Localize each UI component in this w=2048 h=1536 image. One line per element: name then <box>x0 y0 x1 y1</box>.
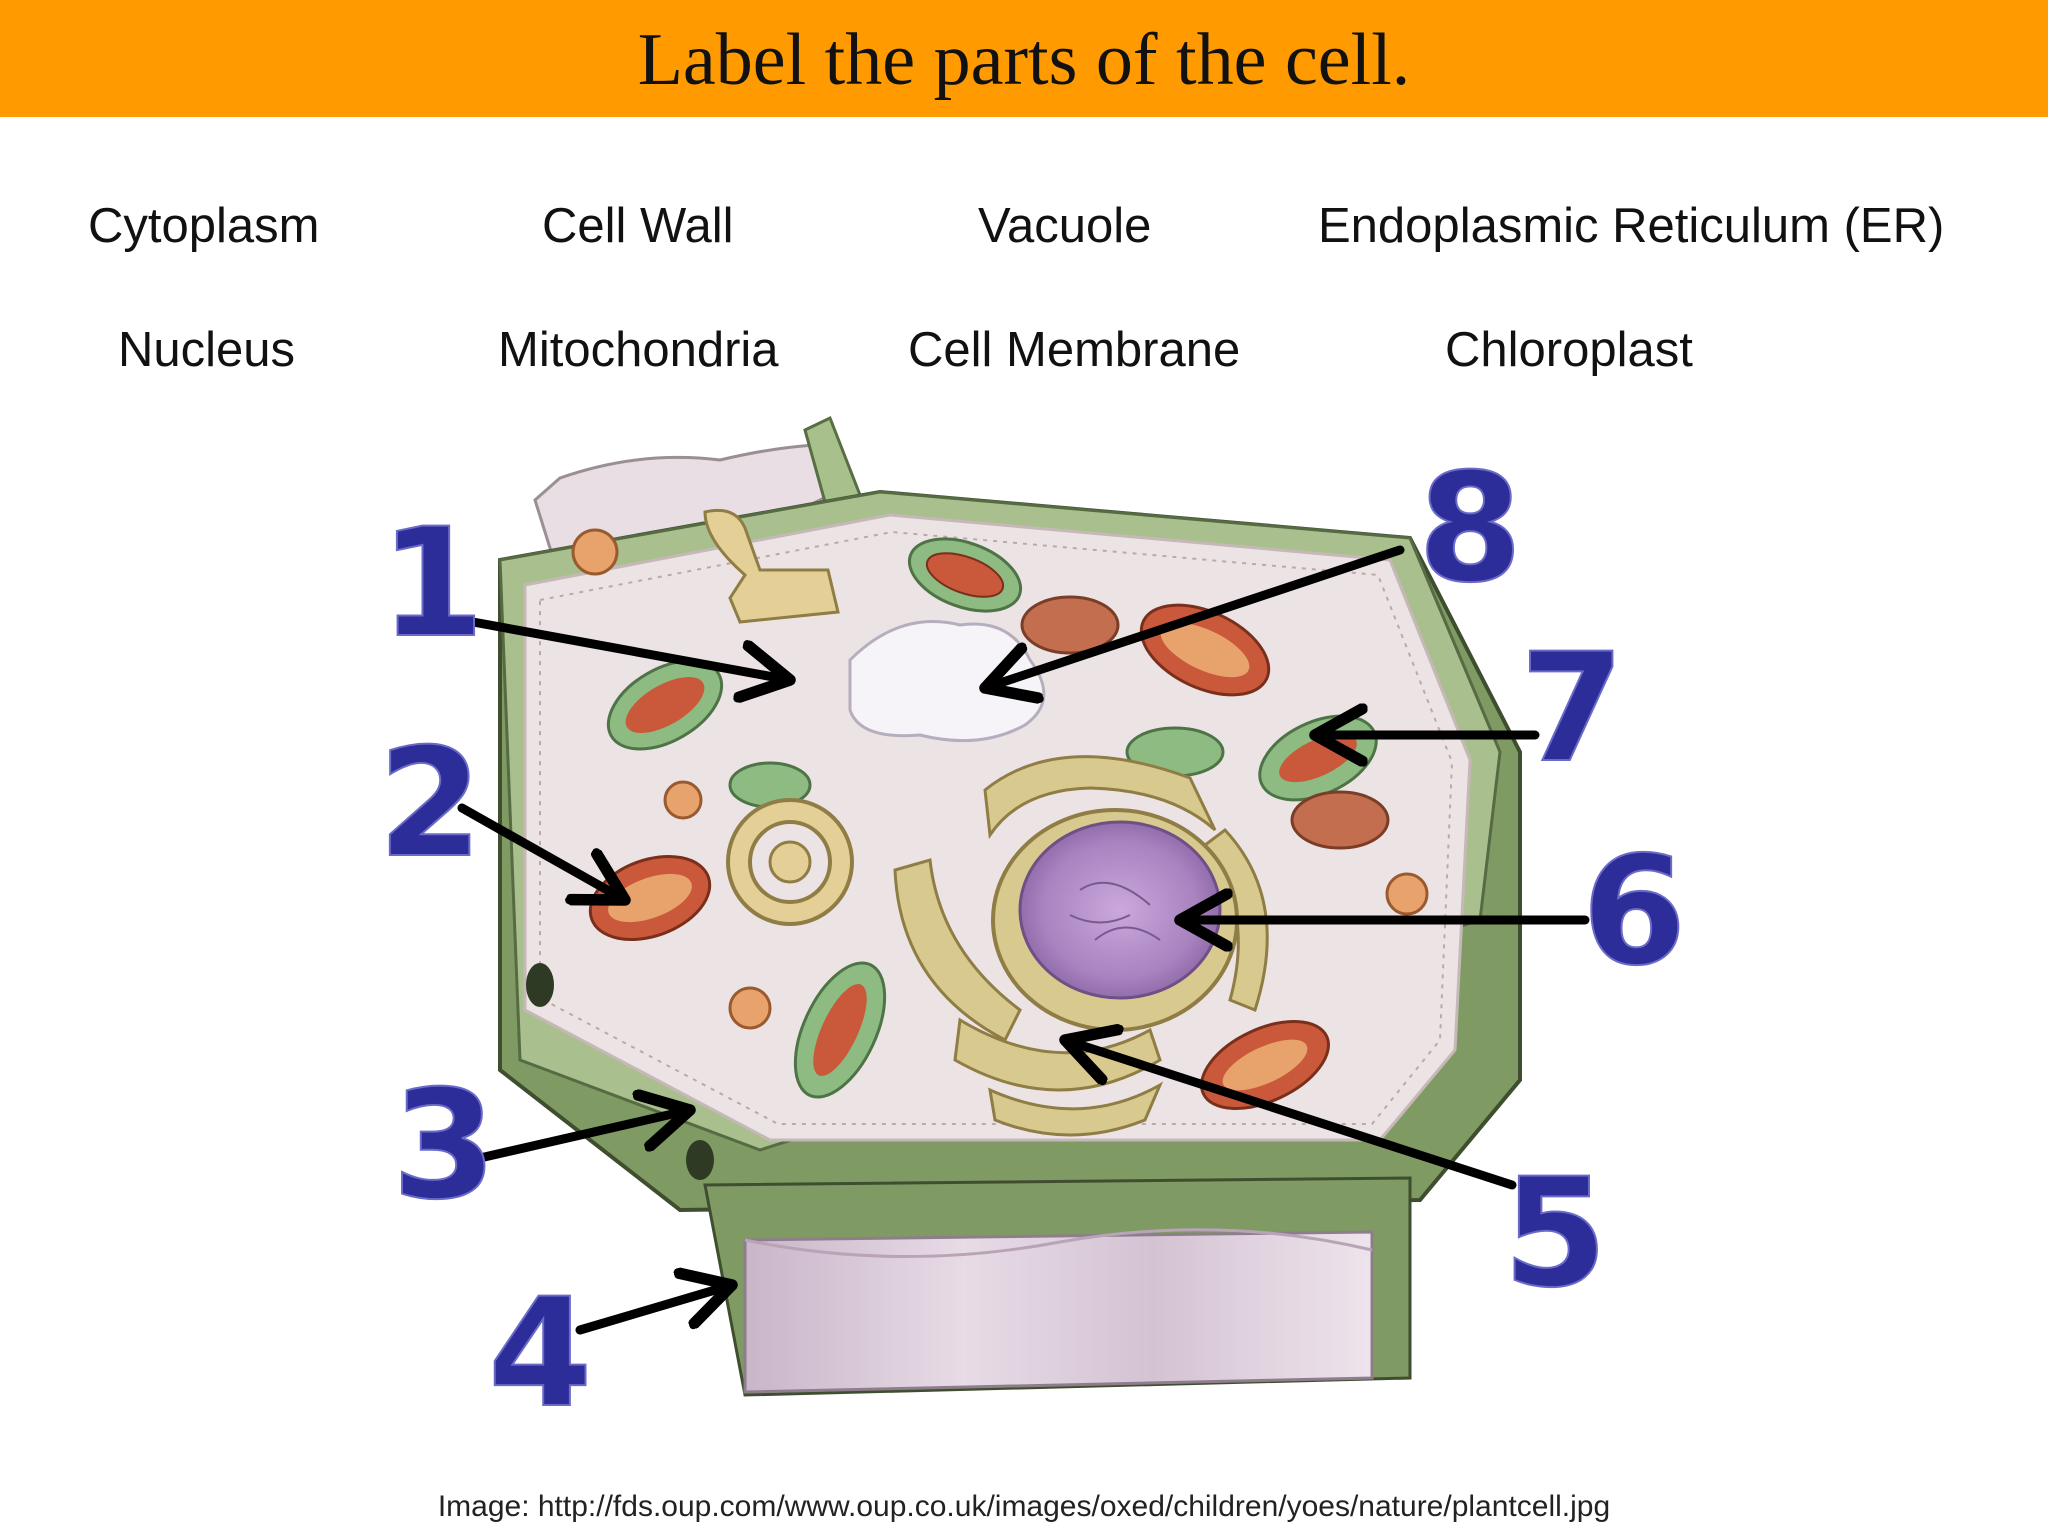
mitochondrion <box>793 961 887 1099</box>
vesicle <box>728 986 772 1030</box>
arrow-5 <box>1065 1040 1517 1190</box>
label-5: 5 <box>1503 1147 1607 1321</box>
term-cell-membrane: Cell Membrane <box>908 323 1241 377</box>
label-8: 8 <box>1418 442 1522 616</box>
nucleus <box>991 808 1239 1032</box>
term-cytoplasm: Cytoplasm <box>88 199 320 253</box>
label-7: 7 <box>1520 622 1624 796</box>
arrow-8 <box>985 545 1405 688</box>
wall-pore <box>686 1140 714 1180</box>
vesicle <box>1385 872 1429 916</box>
cell-membrane <box>539 530 1454 1125</box>
title-bar: Label the parts of the cell. <box>0 0 2048 117</box>
arrow-4 <box>575 1285 732 1335</box>
front-wall-slab <box>703 1176 1412 1397</box>
mitochondrion <box>907 537 1023 613</box>
label-3: 3 <box>392 1059 496 1233</box>
vesicle <box>571 528 619 576</box>
term-nucleus: Nucleus <box>118 323 296 377</box>
arrow-1 <box>457 615 790 680</box>
mitochondrion <box>1200 1020 1330 1110</box>
term-endoplasmic-reticulum: Endoplasmic Reticulum (ER) <box>1318 199 1945 253</box>
golgi-body <box>703 508 840 624</box>
term-cell-wall: Cell Wall <box>542 199 734 253</box>
arrow-2 <box>457 803 625 900</box>
label-6: 6 <box>1582 825 1686 999</box>
term-vacuole: Vacuole <box>978 199 1152 253</box>
image-credit: Image: http://fds.oup.com/www.oup.co.uk/… <box>437 1490 1611 1523</box>
vesicle <box>663 780 703 820</box>
label-4: 4 <box>488 1267 592 1441</box>
chloroplast <box>1020 595 1120 655</box>
golgi-apparatus <box>726 798 854 926</box>
term-mitochondria: Mitochondria <box>498 323 779 377</box>
wall-pore <box>526 963 554 1007</box>
chloroplast <box>1290 790 1390 850</box>
mitochondrion <box>606 659 724 751</box>
label-1: 1 <box>380 497 484 671</box>
arrow-3 <box>475 1110 690 1163</box>
term-chloroplast: Chloroplast <box>1445 323 1693 377</box>
label-2: 2 <box>378 717 482 891</box>
page-title: Label the parts of the cell. <box>637 19 1411 101</box>
